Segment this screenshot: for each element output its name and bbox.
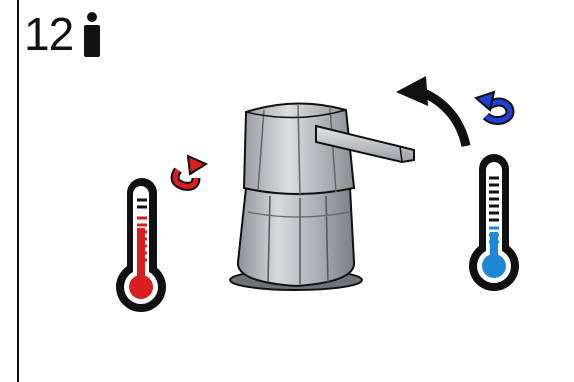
thermometer-hot-icon: [116, 178, 166, 312]
thermometer-cold-icon: [469, 154, 519, 291]
rotate-arrow-cold-icon: [476, 92, 510, 121]
rotate-arrow-hot-icon: [175, 156, 206, 186]
curved-arrow-up-icon: [396, 76, 466, 146]
